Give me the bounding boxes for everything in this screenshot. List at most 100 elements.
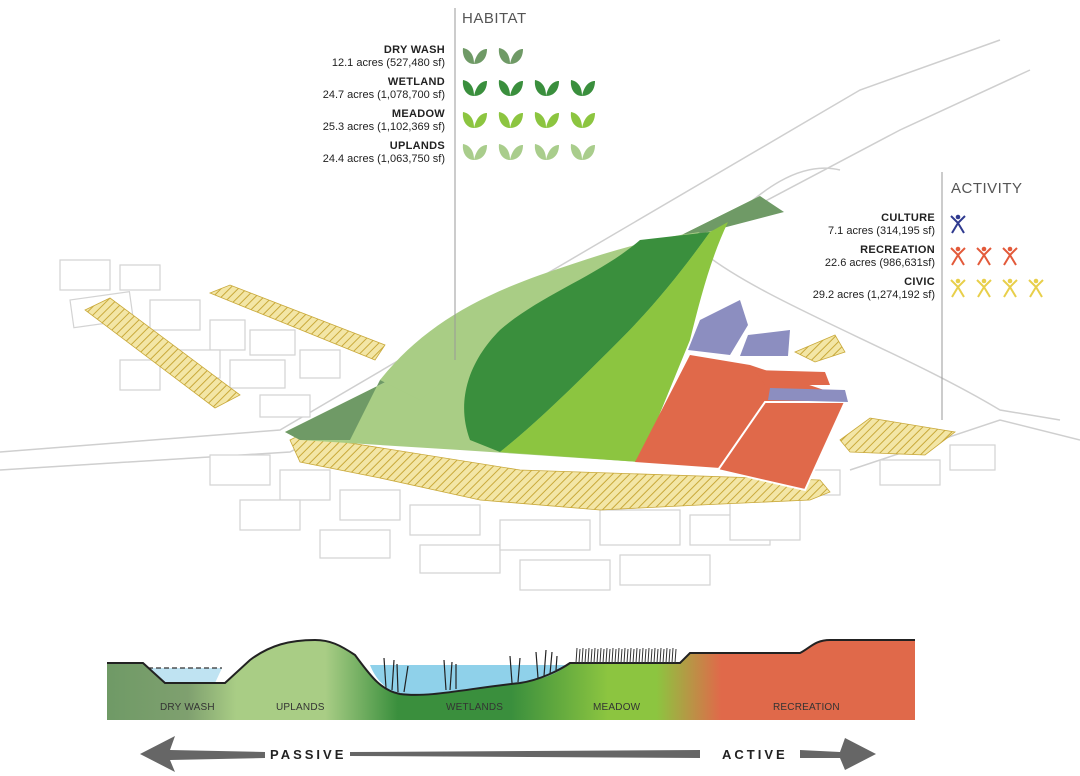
grass-blade <box>668 648 671 664</box>
meadow-zone <box>500 222 728 462</box>
activity-icon-row <box>950 246 1018 272</box>
activity-name: CIVIC <box>904 276 935 288</box>
dry-wash-water <box>148 668 222 683</box>
passive-label: PASSIVE <box>270 747 347 762</box>
grass-blade <box>623 647 626 664</box>
grass-blade <box>590 648 593 664</box>
leaf-icon <box>570 142 596 168</box>
grass-blade <box>656 648 659 664</box>
grass-blade <box>641 647 644 664</box>
person-icon <box>976 246 992 272</box>
activity-area: 22.6 acres (986,631sf) <box>824 257 935 269</box>
recreation-top <box>755 370 830 385</box>
grass-blade <box>632 648 635 664</box>
grass-blade <box>608 648 611 664</box>
person-icon <box>950 246 966 272</box>
passive-active-arrow <box>140 736 876 772</box>
grass-blade <box>659 647 662 664</box>
habitat-icon-row <box>462 110 596 136</box>
grass-blade <box>575 647 578 664</box>
recreation-fields <box>716 401 847 492</box>
habitat-name: DRY WASH <box>383 44 445 56</box>
leaf-icon <box>534 78 560 104</box>
grass-blade <box>599 647 602 664</box>
grass-blade <box>596 648 599 664</box>
activity-name: CULTURE <box>881 212 935 224</box>
grass-blade <box>674 648 677 664</box>
grass-blade <box>605 647 608 664</box>
grass-blade <box>650 648 653 664</box>
habitat-icon-row <box>462 142 596 168</box>
grass-blade <box>626 648 629 664</box>
grass-blade <box>662 648 665 664</box>
habitat-area: 24.4 acres (1,063,750 sf) <box>322 153 445 165</box>
activity-icon-row <box>950 214 966 240</box>
habitat-name: MEADOW <box>391 108 445 120</box>
profile-label-uplands: UPLANDS <box>276 702 325 713</box>
habitat-name: UPLANDS <box>389 140 445 152</box>
habitat-area: 12.1 acres (527,480 sf) <box>331 57 445 69</box>
leaf-icon <box>498 142 524 168</box>
profile-ground <box>107 640 915 720</box>
active-label: ACTIVE <box>722 747 788 762</box>
leaf-icon <box>462 110 488 136</box>
profile-label-dry-wash: DRY WASH <box>160 702 215 713</box>
grass-blade <box>617 647 620 664</box>
leaf-icon <box>462 142 488 168</box>
profile-label-recreation: RECREATION <box>773 702 840 713</box>
grass-blade <box>614 648 617 664</box>
habitat-area: 24.7 acres (1,078,700 sf) <box>322 89 445 101</box>
dry-wash-zone <box>285 196 784 440</box>
meadow-grass-strokes <box>575 647 677 664</box>
leaf-icon <box>462 46 488 72</box>
grass-blade <box>644 648 647 664</box>
grass-blade <box>602 648 605 664</box>
grass-blade <box>578 648 581 664</box>
grass-blade <box>638 648 641 664</box>
leaf-icon <box>498 78 524 104</box>
grass-blade <box>584 648 587 664</box>
person-icon <box>1028 278 1044 304</box>
profile-label-wetlands: WETLANDS <box>446 702 504 713</box>
leaf-icon <box>534 110 560 136</box>
leaf-icon <box>534 142 560 168</box>
profile-surface-line <box>107 638 915 696</box>
culture-zone-1 <box>688 300 748 355</box>
wetland-zone <box>464 232 710 452</box>
leaf-icon <box>570 78 596 104</box>
grass-blade <box>653 647 656 664</box>
activity-name: RECREATION <box>860 244 935 256</box>
leaf-icon <box>498 46 524 72</box>
habitat-area: 25.3 acres (1,102,369 sf) <box>322 121 445 133</box>
grass-blade <box>665 647 668 664</box>
activity-title: ACTIVITY <box>951 180 1023 197</box>
profile-label-meadow: MEADOW <box>593 702 641 713</box>
person-icon <box>976 278 992 304</box>
grass-blade <box>581 647 584 664</box>
civic-zones <box>84 284 956 511</box>
habitat-name: WETLAND <box>387 76 445 88</box>
grass-blade <box>635 647 638 664</box>
activity-icon-row <box>950 278 1044 304</box>
grass-blade <box>611 647 614 664</box>
habitat-icon-row <box>462 46 524 72</box>
leaf-icon <box>462 78 488 104</box>
grass-blade <box>587 647 590 664</box>
person-icon <box>1002 246 1018 272</box>
grass-blade <box>629 647 632 664</box>
habitat-title: HABITAT <box>462 10 527 27</box>
grass-blade <box>671 647 674 664</box>
grass-blade <box>593 647 596 664</box>
leaf-icon <box>570 110 596 136</box>
activity-area: 29.2 acres (1,274,192 sf) <box>812 289 935 301</box>
person-icon <box>1002 278 1018 304</box>
reeds <box>383 649 558 693</box>
